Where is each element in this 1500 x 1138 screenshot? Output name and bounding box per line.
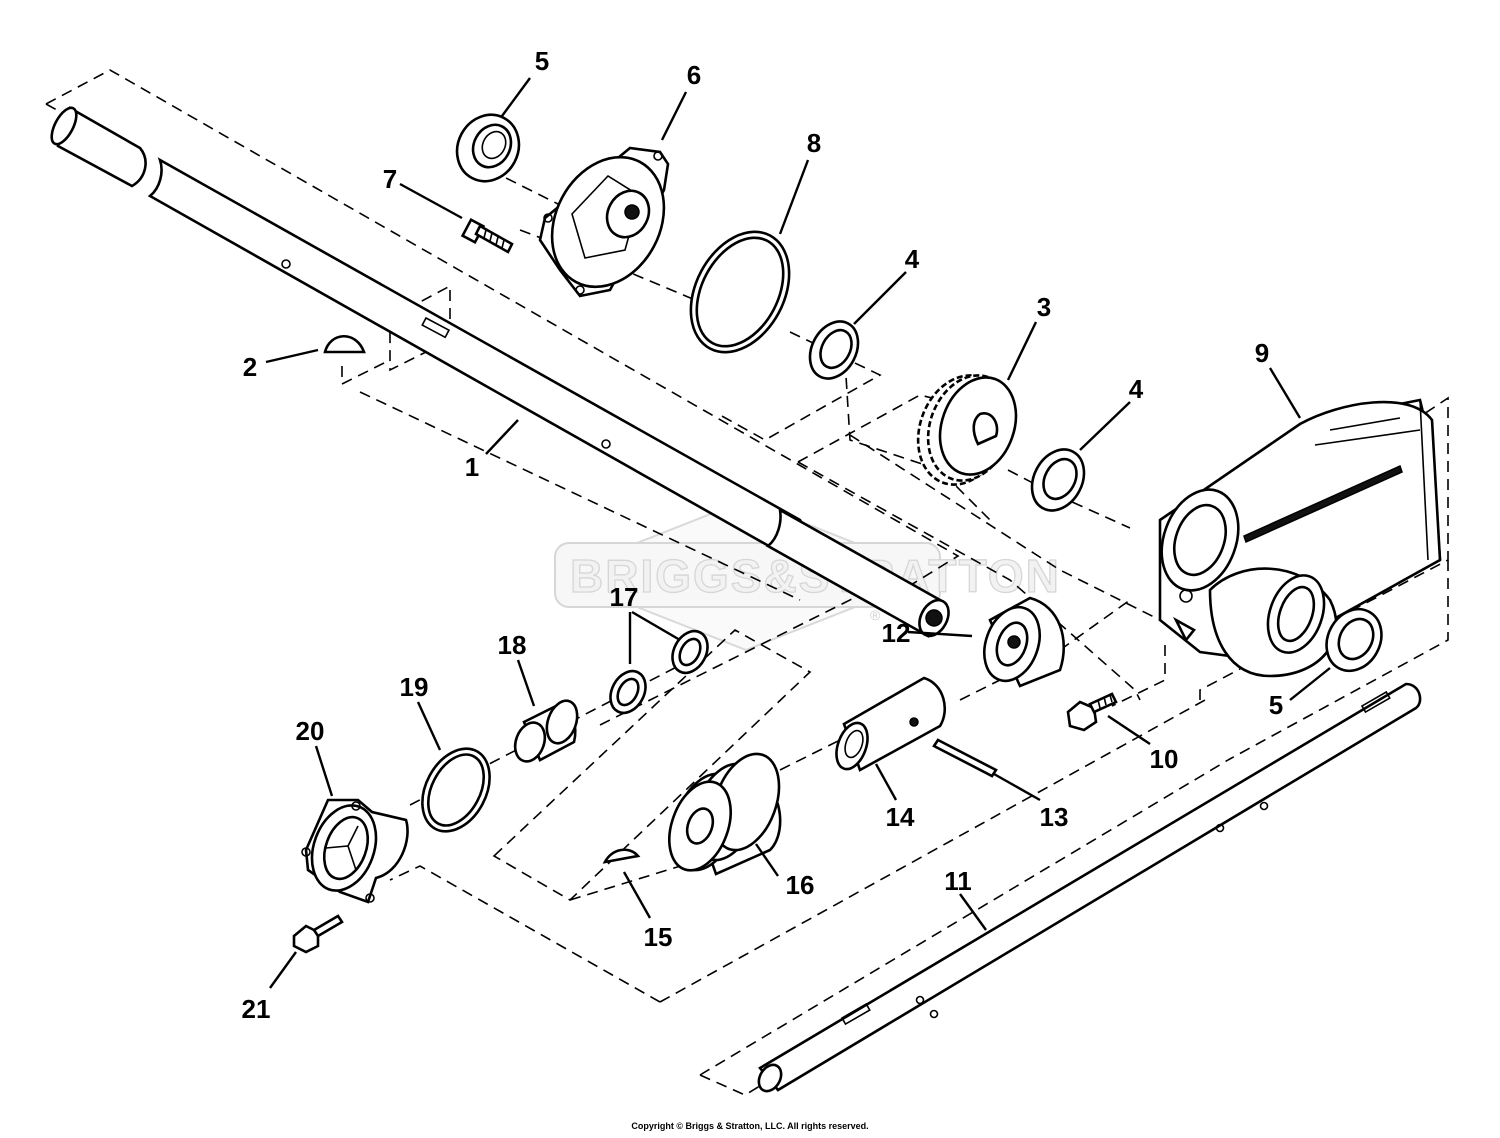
callout-1: 1: [465, 452, 479, 482]
callout-19: 19: [400, 672, 429, 702]
part-10-screw: [1066, 692, 1118, 732]
callout-5-upper: 5: [535, 46, 549, 76]
copyright-notice: Copyright © Briggs & Stratton, LLC. All …: [631, 1121, 869, 1131]
callout-4-lower: 4: [1129, 374, 1144, 404]
callout-8: 8: [807, 128, 821, 158]
part-2-woodruff-key: [323, 335, 366, 354]
callout-15: 15: [644, 922, 673, 952]
callout-2: 2: [243, 352, 257, 382]
part-18-bushing: [513, 699, 579, 763]
callout-11: 11: [944, 866, 972, 896]
part-20-end-cap: [301, 798, 409, 904]
callout-6: 6: [687, 60, 701, 90]
part-4-lower-washer: [1030, 448, 1086, 512]
part-17-washers: [609, 629, 709, 715]
part-14-spacer: [835, 676, 947, 772]
part-1-upper-shaft: [50, 106, 950, 638]
callout-17: 17: [610, 582, 639, 612]
part-13-roll-pin: [932, 738, 998, 778]
callout-18: 18: [498, 630, 527, 660]
part-5-lower-oil-seal: [1325, 607, 1383, 673]
callout-16: 16: [786, 870, 815, 900]
part-15-key: [602, 848, 641, 864]
callout-13: 13: [1040, 802, 1069, 832]
callout-leader-lines: [265, 77, 1331, 989]
callout-4-upper: 4: [905, 244, 920, 274]
part-5-upper-oil-seal: [455, 113, 521, 183]
callout-12: 12: [882, 618, 911, 648]
callout-14: 14: [886, 802, 915, 832]
part-11-lower-shaft: [757, 682, 1422, 1093]
callout-7: 7: [383, 164, 397, 194]
part-8-o-ring: [689, 230, 791, 354]
callout-20: 20: [296, 716, 325, 746]
callout-9: 9: [1255, 338, 1269, 368]
watermark-registered-mark: ®: [870, 607, 881, 623]
part-21-screw: [292, 914, 344, 954]
part-9-gear-housing: [1158, 398, 1442, 678]
part-16-pulley: [668, 752, 782, 876]
callout-10: 10: [1150, 744, 1179, 774]
part-12-ball-bearing: [983, 596, 1065, 688]
part-3-gear: [916, 374, 1018, 486]
part-4-upper-washer: [808, 320, 860, 380]
callout-3: 3: [1037, 292, 1051, 322]
part-6-bearing-cap: [538, 146, 670, 298]
part-7-screw: [460, 218, 514, 254]
part-19-o-ring: [421, 747, 491, 833]
callout-labels: 5 6 7 8 4 2 1 3 4 9 5 12 10 13 14 16 15 …: [242, 46, 1284, 1024]
callout-21: 21: [242, 994, 271, 1024]
callout-5-lower: 5: [1269, 690, 1283, 720]
